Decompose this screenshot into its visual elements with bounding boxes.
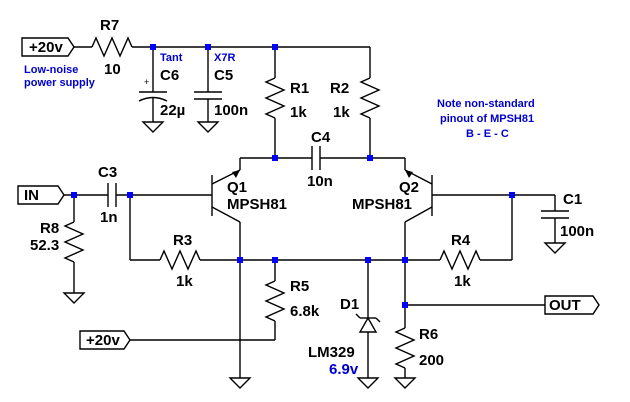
transistor-q2	[404, 158, 555, 305]
c4-label: C4	[311, 129, 331, 146]
r1-value: 1k	[290, 104, 307, 121]
c6-value: 22µ	[160, 102, 185, 119]
r3-label: R3	[173, 232, 192, 249]
d1-value: LM329	[308, 344, 355, 361]
r5-value: 6.8k	[290, 303, 320, 320]
c1-label: C1	[563, 191, 582, 208]
pinout-note-line2: pinout of MPSH81	[440, 113, 534, 125]
junction-dots	[71, 44, 515, 308]
c3-value: 1n	[100, 209, 118, 226]
c4-value: 10n	[307, 173, 333, 190]
supply-note-line1: Low-noise	[24, 64, 78, 76]
c5-value: 100n	[214, 102, 248, 119]
svg-text:+: +	[144, 77, 149, 87]
r7-label: R7	[100, 17, 119, 34]
supply-port-mid: +20v	[79, 330, 131, 350]
c3-label: C3	[98, 164, 117, 181]
ground-q1	[228, 377, 252, 389]
r1-label: R1	[290, 80, 309, 97]
c5-label: C5	[214, 67, 233, 84]
r4-value: 1k	[454, 273, 471, 290]
output-port: OUT	[544, 295, 600, 315]
q2-label: Q2	[399, 179, 419, 196]
c1-value: 100n	[560, 223, 594, 240]
resistor-r8	[63, 221, 85, 263]
r7-value: 10	[104, 61, 121, 78]
ground-r6	[393, 377, 417, 389]
resistor-r1	[264, 77, 286, 119]
r2-label: R2	[330, 80, 349, 97]
resistor-r5	[264, 280, 286, 322]
q1-label: Q1	[227, 179, 247, 196]
r2-value: 1k	[333, 104, 350, 121]
r6-label: R6	[419, 326, 438, 343]
input-port-label: IN	[24, 187, 39, 204]
input-port: IN	[17, 185, 65, 205]
r4-label: R4	[451, 232, 471, 249]
supply-port-mid-label: +20v	[86, 332, 120, 349]
pinout-note-line3: B - E - C	[466, 128, 509, 140]
supply-port-top-label: +20v	[29, 39, 63, 56]
ground-d1	[356, 377, 380, 389]
d1-voltage: 6.9v	[329, 361, 359, 378]
q2-value: MPSH81	[352, 196, 412, 213]
resistor-r4	[439, 249, 481, 271]
r6-value: 200	[419, 352, 444, 369]
resistor-r3	[159, 249, 201, 271]
pinout-note-line1: Note non-standard	[437, 98, 535, 110]
r3-value: 1k	[176, 273, 193, 290]
c5-note: X7R	[214, 52, 235, 64]
output-port-label: OUT	[549, 297, 581, 314]
resistor-r7	[91, 36, 133, 58]
supply-note-line2: power supply	[24, 77, 96, 89]
r5-label: R5	[290, 278, 309, 295]
supply-port-top: +20v	[21, 37, 75, 57]
r8-value: 52.3	[30, 237, 59, 254]
r8-label: R8	[40, 220, 59, 237]
resistor-r6	[394, 327, 416, 369]
q1-value: MPSH81	[227, 196, 287, 213]
c6-note: Tant	[160, 52, 183, 64]
c6-label: C6	[160, 67, 179, 84]
d1-label: D1	[340, 296, 359, 313]
resistor-r2	[359, 77, 381, 119]
